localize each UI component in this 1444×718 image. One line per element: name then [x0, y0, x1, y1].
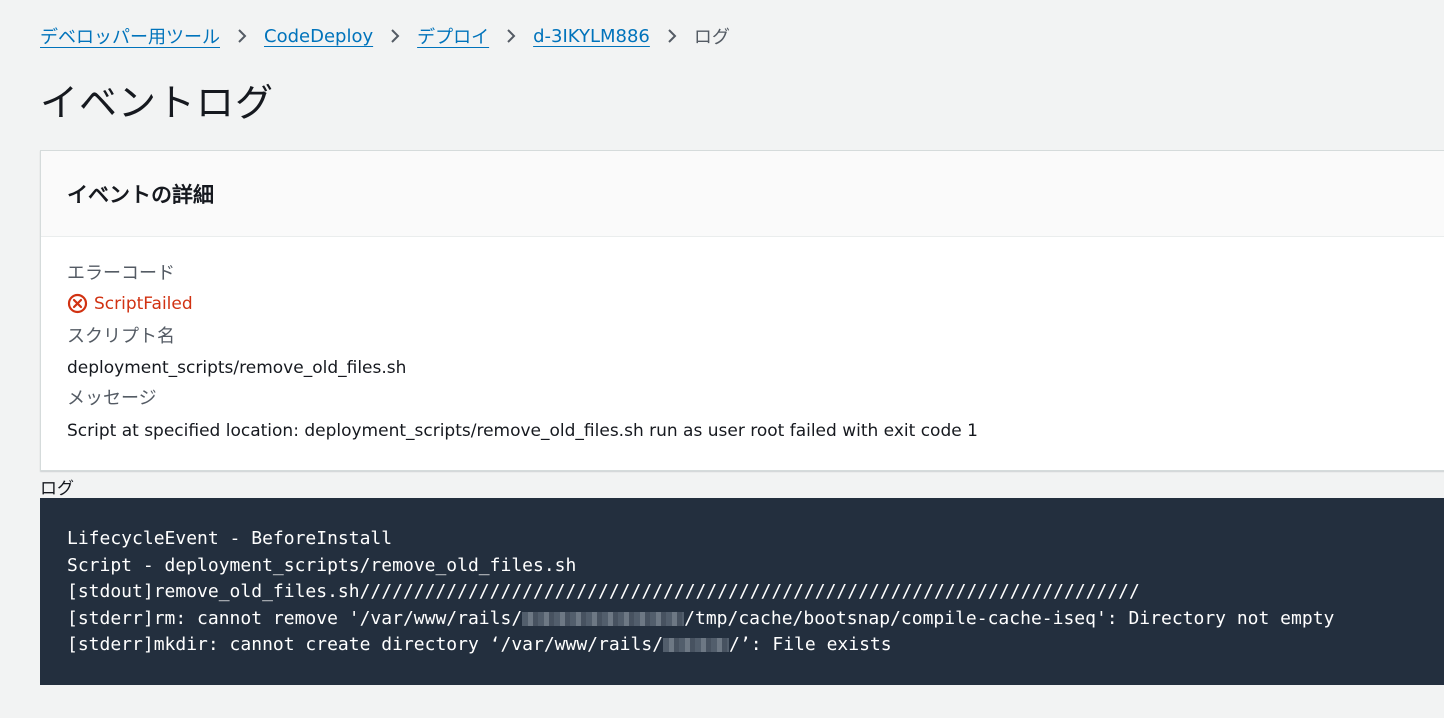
- script-name-label: スクリプト名: [67, 326, 175, 347]
- event-details-panel: イベントの詳細 エラーコード ScriptFailed スクリプト名 deplo…: [40, 150, 1444, 471]
- log-text: /tmp/cache/bootsnap/compile-cache-iseq':…: [684, 607, 1335, 629]
- message-label: メッセージ: [67, 388, 157, 409]
- error-code-value-row: ScriptFailed: [67, 293, 193, 314]
- breadcrumb-current: ログ: [693, 27, 730, 48]
- log-output: LifecycleEvent - BeforeInstall Script - …: [40, 498, 1444, 685]
- redacted-text: [663, 638, 730, 652]
- log-text: [stderr]mkdir: cannot create directory ‘…: [67, 634, 664, 655]
- event-details-title: イベントの詳細: [67, 182, 214, 207]
- breadcrumb-codedeploy[interactable]: CodeDeploy: [264, 25, 374, 47]
- page-title: イベントログ: [40, 81, 275, 125]
- message-value: Script at specified location: deployment…: [67, 421, 978, 441]
- log-line: [stdout]remove_old_files.sh/////////////…: [67, 581, 1140, 602]
- breadcrumb-deployments[interactable]: デプロイ: [417, 27, 490, 48]
- chevron-right-icon: [220, 28, 264, 44]
- log-label: ログ: [40, 479, 74, 499]
- log-line: LifecycleEvent - BeforeInstall: [67, 528, 393, 549]
- chevron-right-icon: [373, 28, 417, 44]
- breadcrumb-deployment-id[interactable]: d-3IKYLM886: [533, 25, 650, 47]
- chevron-right-icon: [650, 28, 694, 44]
- log-text: [stderr]rm: cannot remove '/var/www/rail…: [67, 607, 523, 629]
- log-line: [stderr]rm: cannot remove '/var/www/rail…: [67, 606, 1444, 633]
- breadcrumb-developer-tools[interactable]: デベロッパー用ツール: [40, 27, 220, 48]
- error-circle-x-icon: [67, 293, 94, 314]
- log-line: [stderr]mkdir: cannot create directory ‘…: [67, 632, 1444, 659]
- breadcrumb: デベロッパー用ツール CodeDeploy デプロイ d-3IKYLM886 ロ…: [40, 22, 730, 50]
- log-text: /’: File exists: [729, 634, 892, 655]
- error-code-label: エラーコード: [67, 263, 175, 284]
- script-name-value: deployment_scripts/remove_old_files.sh: [67, 358, 407, 378]
- redacted-text: [522, 611, 685, 626]
- error-code-value: ScriptFailed: [94, 293, 193, 314]
- chevron-right-icon: [489, 28, 533, 44]
- log-line: Script - deployment_scripts/remove_old_f…: [67, 554, 577, 576]
- event-details-header: イベントの詳細: [41, 151, 1444, 237]
